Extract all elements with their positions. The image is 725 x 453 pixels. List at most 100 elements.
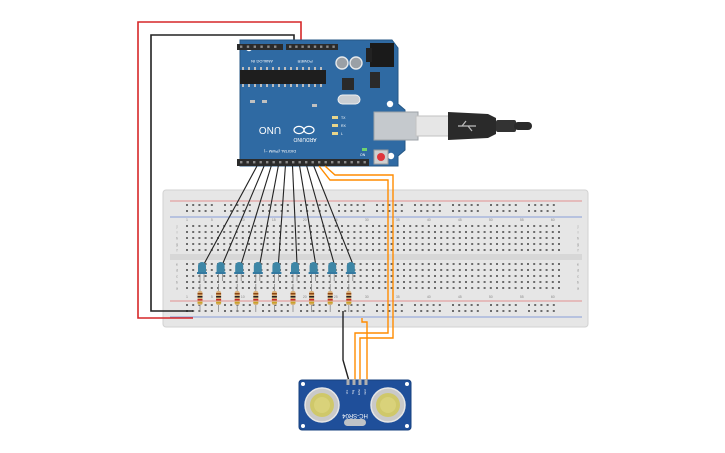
breadboard-hole[interactable] (285, 281, 288, 283)
breadboard-hole[interactable] (365, 281, 368, 283)
breadboard-hole[interactable] (272, 225, 275, 227)
led-wire[interactable] (259, 165, 279, 265)
rail-hole[interactable] (420, 304, 423, 306)
breadboard-hole[interactable] (297, 225, 300, 227)
breadboard-hole[interactable] (241, 249, 244, 251)
breadboard-hole[interactable] (266, 237, 269, 239)
echo-wire[interactable] (324, 165, 394, 381)
resistor[interactable] (346, 284, 352, 312)
breadboard-hole[interactable] (514, 281, 517, 283)
breadboard-hole[interactable] (328, 287, 331, 289)
breadboard-hole[interactable] (452, 225, 455, 227)
breadboard-hole[interactable] (248, 269, 250, 271)
breadboard-hole[interactable] (365, 263, 368, 265)
rail-hole[interactable] (312, 304, 315, 306)
breadboard-hole[interactable] (527, 269, 529, 271)
rail-hole[interactable] (286, 204, 289, 206)
breadboard-hole[interactable] (458, 231, 461, 233)
rail-hole[interactable] (400, 310, 403, 312)
breadboard-hole[interactable] (291, 275, 294, 277)
led-wire[interactable] (313, 165, 354, 265)
breadboard-hole[interactable] (198, 287, 201, 289)
rail-hole[interactable] (490, 204, 492, 206)
led[interactable] (252, 262, 263, 281)
rail-hole[interactable] (362, 310, 365, 312)
reset-button-cap[interactable] (377, 153, 385, 161)
breadboard-hole[interactable] (266, 243, 269, 245)
breadboard-hole[interactable] (551, 281, 554, 283)
breadboard-hole[interactable] (520, 281, 523, 283)
led[interactable] (345, 262, 356, 281)
breadboard-hole[interactable] (365, 287, 368, 289)
rail-hole[interactable] (546, 204, 549, 206)
rail-hole[interactable] (400, 210, 403, 212)
breadboard-hole[interactable] (396, 269, 399, 271)
breadboard-hole[interactable] (186, 243, 188, 245)
resistor[interactable] (197, 284, 203, 312)
breadboard-hole[interactable] (396, 287, 399, 289)
breadboard-hole[interactable] (285, 231, 288, 233)
rail-hole[interactable] (300, 210, 302, 212)
breadboard-hole[interactable] (502, 231, 505, 233)
breadboard-hole[interactable] (520, 249, 523, 251)
breadboard-hole[interactable] (545, 237, 548, 239)
breadboard-hole[interactable] (396, 225, 399, 227)
breadboard-hole[interactable] (254, 287, 257, 289)
breadboard-hole[interactable] (403, 243, 405, 245)
rail-hole[interactable] (198, 204, 201, 206)
breadboard-hole[interactable] (235, 281, 238, 283)
breadboard-hole[interactable] (310, 287, 312, 289)
breadboard-hole[interactable] (483, 249, 486, 251)
rail-hole[interactable] (356, 204, 359, 206)
breadboard-hole[interactable] (322, 243, 325, 245)
breadboard-hole[interactable] (533, 225, 536, 227)
breadboard-hole[interactable] (545, 263, 548, 265)
breadboard-hole[interactable] (415, 281, 418, 283)
breadboard-hole[interactable] (489, 287, 492, 289)
rail-hole[interactable] (224, 210, 226, 212)
breadboard-hole[interactable] (508, 275, 511, 277)
rail-hole[interactable] (388, 210, 391, 212)
breadboard-hole[interactable] (446, 275, 449, 277)
resistor[interactable] (234, 284, 240, 312)
breadboard-hole[interactable] (316, 249, 319, 251)
breadboard-hole[interactable] (415, 269, 418, 271)
rail-hole[interactable] (458, 310, 461, 312)
breadboard-hole[interactable] (241, 225, 244, 227)
breadboard-hole[interactable] (372, 231, 374, 233)
rail-hole[interactable] (426, 304, 429, 306)
breadboard-hole[interactable] (297, 237, 300, 239)
breadboard-hole[interactable] (204, 225, 207, 227)
breadboard-hole[interactable] (198, 249, 201, 251)
breadboard-hole[interactable] (440, 249, 443, 251)
breadboard-hole[interactable] (223, 243, 226, 245)
breadboard-hole[interactable] (452, 237, 455, 239)
rail-hole[interactable] (338, 210, 340, 212)
breadboard-hole[interactable] (489, 231, 492, 233)
breadboard-hole[interactable] (514, 249, 517, 251)
breadboard-hole[interactable] (248, 275, 250, 277)
breadboard-hole[interactable] (353, 225, 356, 227)
breadboard-hole[interactable] (198, 275, 201, 277)
breadboard-hole[interactable] (279, 287, 281, 289)
rail-hole[interactable] (490, 210, 492, 212)
breadboard-hole[interactable] (279, 281, 281, 283)
breadboard-hole[interactable] (545, 269, 548, 271)
breadboard-hole[interactable] (483, 225, 486, 227)
led-wire[interactable] (222, 165, 265, 265)
breadboard-hole[interactable] (465, 225, 467, 227)
breadboard-hole[interactable] (496, 281, 498, 283)
breadboard-hole[interactable] (353, 287, 356, 289)
breadboard-hole[interactable] (297, 231, 300, 233)
rail-hole[interactable] (502, 304, 505, 306)
breadboard-hole[interactable] (316, 281, 319, 283)
rail-hole[interactable] (324, 310, 327, 312)
breadboard-hole[interactable] (483, 243, 486, 245)
breadboard-hole[interactable] (415, 249, 418, 251)
rail-hole[interactable] (540, 310, 543, 312)
breadboard-hole[interactable] (297, 287, 300, 289)
rail-hole[interactable] (438, 310, 441, 312)
rail-hole[interactable] (552, 210, 555, 212)
breadboard-hole[interactable] (440, 281, 443, 283)
rail-hole[interactable] (204, 304, 207, 306)
